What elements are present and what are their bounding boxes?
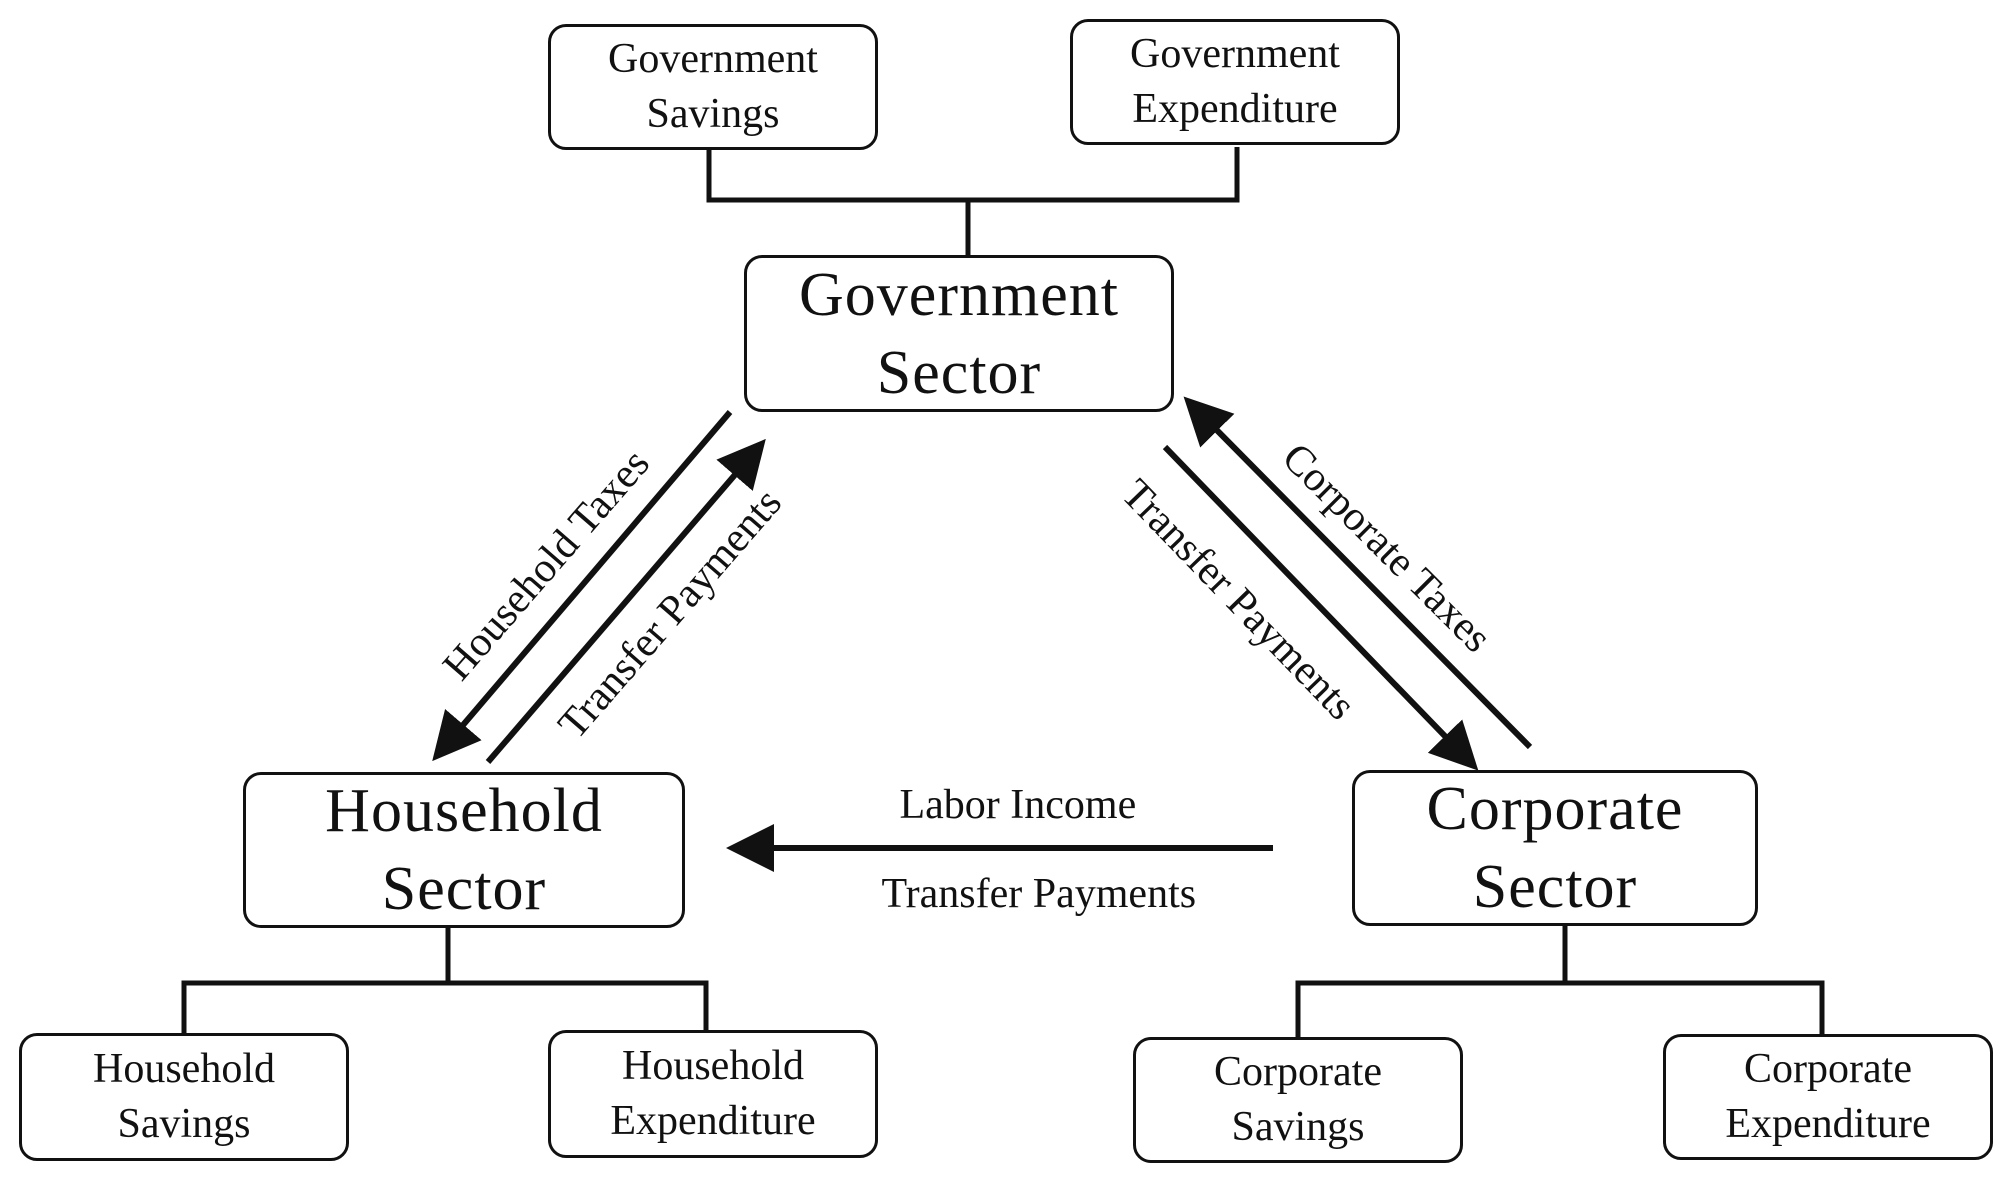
government-sector-box: Government Sector (744, 255, 1174, 412)
corporate-taxes-arrow (1183, 396, 1533, 750)
corporate-expenditure-box: Corporate Expenditure (1663, 1034, 1993, 1160)
government-sector-line1: Government (799, 260, 1119, 329)
government-savings-line2: Savings (646, 91, 780, 137)
government-expenditure-box: Government Expenditure (1070, 19, 1400, 145)
government-bracket (706, 147, 1240, 255)
household-sector-line2: Sector (381, 855, 547, 923)
government-savings-box: Government Savings (548, 24, 878, 150)
corporate-savings-line1: Corporate (1214, 1049, 1382, 1095)
corporate-bracket (1295, 926, 1825, 1037)
household-expenditure-line2: Expenditure (610, 1098, 816, 1144)
labor-income-label: Labor Income (899, 782, 1137, 828)
household-bracket (181, 928, 709, 1033)
corporate-expenditure-line1: Corporate (1744, 1046, 1912, 1092)
corporate-savings-box: Corporate Savings (1133, 1037, 1463, 1163)
corporate-sector-line1: Corporate (1426, 775, 1684, 843)
household-sector-line1: Household (325, 777, 603, 845)
household-expenditure-line1: Household (622, 1043, 804, 1089)
government-savings-line1: Government (608, 36, 818, 82)
corporate-sector-box: Corporate Sector (1352, 770, 1758, 926)
government-sector-line2: Sector (876, 338, 1042, 407)
household-taxes-arrow (432, 410, 733, 762)
household-expenditure-box: Household Expenditure (548, 1030, 878, 1158)
household-savings-box: Household Savings (19, 1033, 349, 1161)
corporate-expenditure-line2: Expenditure (1725, 1101, 1931, 1147)
corporate-sector-line2: Sector (1472, 853, 1638, 921)
transfer-payments-to-household-arrow (485, 438, 766, 764)
government-expenditure-line2: Expenditure (1132, 86, 1338, 132)
government-expenditure-line1: Government (1130, 31, 1340, 77)
household-savings-line2: Savings (117, 1101, 251, 1147)
corporate-savings-line2: Savings (1231, 1104, 1365, 1150)
transfer-payments-to-corporate-arrow (1162, 444, 1479, 771)
household-sector-box: Household Sector (243, 772, 685, 928)
household-savings-line1: Household (93, 1046, 275, 1092)
transfer-payments-corp-to-household-label: Transfer Payments (881, 871, 1197, 917)
